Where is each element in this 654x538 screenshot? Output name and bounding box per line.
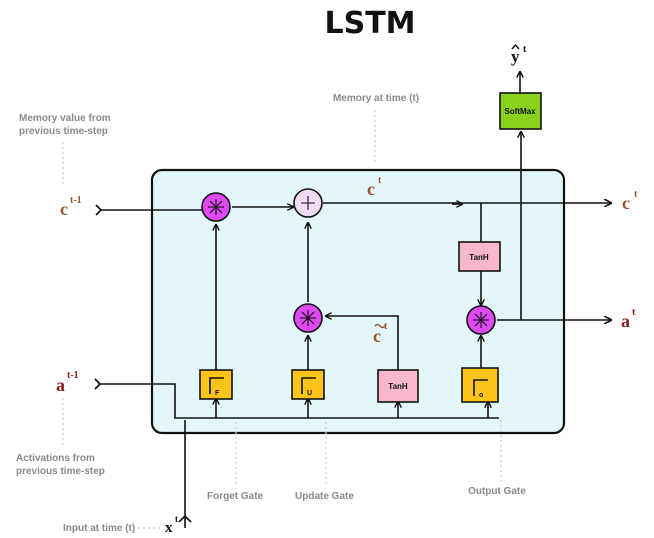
forget-multiply-node (201, 192, 231, 222)
candidate-tanh-box: TanH (377, 369, 419, 403)
x-t-symbol: x t (165, 514, 178, 536)
a-out-symbol: a t (621, 307, 636, 331)
a-out-base: a (621, 311, 630, 331)
softmax-box: SoftMax (499, 92, 542, 130)
lstm-cell (150, 168, 566, 435)
activations-prev-label-line2: previous time-step (16, 466, 105, 477)
memory-prev-label-line2: previous time-step (19, 126, 108, 137)
tilde-icon (374, 323, 386, 329)
c-tilde-sup: t (384, 321, 388, 332)
memory-now-label: Memory at time (t) (333, 93, 419, 104)
tanh-bottom-label: TanH (388, 382, 408, 391)
c-prev-sup: t-1 (70, 195, 82, 206)
input-time-label: Input at time (t) (63, 523, 135, 534)
c-inner-symbol: c t (367, 175, 382, 199)
y-hat-sup: t (523, 44, 527, 55)
c-out-base: c (622, 193, 630, 213)
x-input-arrowhead (178, 514, 192, 523)
output-gate-box: o (461, 367, 499, 403)
a-out-sup: t (632, 307, 636, 318)
c-tilde-base: c (373, 326, 381, 346)
cell-tanh-box: TanH (458, 241, 501, 272)
a-prev-chevron-icon (94, 378, 102, 390)
a-prev-bus (100, 383, 499, 419)
activations-prev-label-line1: Activations from (16, 453, 95, 464)
a-prev-symbol: a t-1 (56, 370, 79, 395)
tanh-top-label: TanH (469, 253, 489, 262)
output-multiply-node (466, 305, 496, 335)
c-tilde-symbol: c t (373, 321, 388, 346)
a-prev-sup: t-1 (67, 370, 79, 381)
c-prev-symbol: c t-1 (60, 195, 82, 219)
memory-prev-label-line1: Memory value from (19, 113, 111, 124)
output-gate-label: Output Gate (468, 486, 526, 497)
update-gate-label: Update Gate (295, 491, 354, 502)
softmax-label: SoftMax (504, 107, 536, 116)
diagram-title: LSTM (324, 6, 415, 41)
a-prev-base: a (56, 375, 65, 395)
y-hat-symbol: y t (511, 43, 527, 66)
c-inner-base: c (367, 179, 375, 199)
c-prev-base: c (60, 199, 68, 219)
candidate-line (326, 316, 399, 370)
update-gate-subscript: U (307, 390, 312, 397)
c-out-symbol: c t (622, 189, 638, 213)
c-prev-chevron-icon (95, 204, 103, 216)
c-inner-sup: t (378, 175, 382, 186)
update-gate-box: U (291, 369, 325, 400)
forget-gate-subscript: F (215, 390, 220, 397)
output-gate-subscript: o (479, 392, 483, 399)
x-t-base: x (165, 520, 173, 536)
add-node (293, 188, 323, 218)
c-out-sup: t (634, 189, 638, 200)
forget-gate-label: Forget Gate (207, 491, 264, 502)
y-hat-base: y (511, 47, 520, 66)
update-multiply-node (293, 303, 323, 333)
hat-icon (511, 43, 520, 50)
forget-gate-box: F (199, 369, 233, 400)
x-t-sup: t (175, 514, 178, 524)
